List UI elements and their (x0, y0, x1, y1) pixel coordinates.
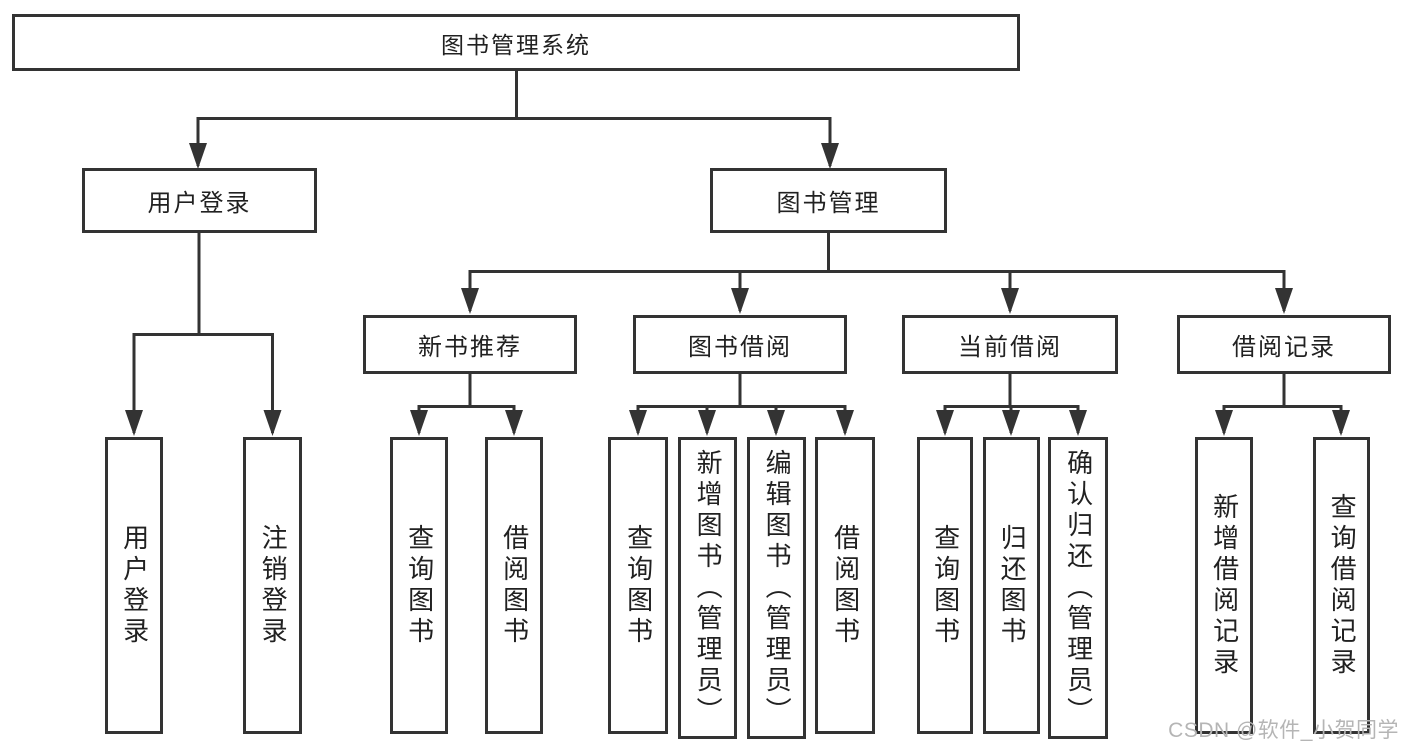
node-book-management: 图书管理 (710, 168, 947, 233)
leaf-borrow-books-borrow: 借阅图书 (815, 437, 875, 734)
arrowhead-icon (263, 410, 282, 436)
arrowhead-icon (698, 410, 716, 436)
arrowhead-icon (731, 288, 749, 314)
arrowhead-icon (505, 410, 523, 436)
leaf-borrow-books-borrow-label: 借阅图书 (830, 523, 861, 648)
leaf-query-books-borrow: 查询图书 (608, 437, 668, 734)
arrowhead-icon (1275, 288, 1293, 314)
connectors-book-borrow (629, 374, 854, 436)
leaf-edit-book-admin: 编辑图书（管理员） (747, 437, 806, 739)
csdn-watermark: CSDN @软件_小贺同学 (1168, 719, 1399, 742)
node-user-login-label: 用户登录 (147, 190, 252, 217)
connectors-borrow-records (1215, 374, 1350, 436)
leaf-query-books-borrow-label: 查询图书 (623, 523, 654, 648)
arrowhead-icon (629, 410, 647, 436)
node-book-borrow-label: 图书借阅 (688, 334, 792, 361)
leaf-add-borrow-record: 新增借阅记录 (1195, 437, 1253, 734)
leaf-return-book-label: 归还图书 (997, 523, 1028, 648)
leaf-query-borrow-record-label: 查询借阅记录 (1327, 492, 1358, 679)
leaf-query-borrow-record: 查询借阅记录 (1313, 437, 1370, 734)
leaf-confirm-return-admin-label: 确认归还（管理员） (1063, 448, 1094, 728)
node-new-book-recommend-label: 新书推荐 (418, 334, 522, 361)
arrowhead-icon (936, 410, 954, 436)
leaf-add-book-admin-label: 新增图书（管理员） (693, 448, 724, 728)
connectors-current-borrow (936, 374, 1087, 436)
arrowhead-icon (1069, 410, 1087, 436)
arrowhead-icon (125, 410, 143, 436)
arrowhead-icon (767, 410, 785, 436)
leaf-query-books-recommend: 查询图书 (390, 437, 448, 734)
node-root: 图书管理系统 (12, 14, 1020, 71)
arrowhead-icon (1215, 410, 1233, 436)
arrowhead-icon (410, 410, 428, 436)
node-user-login: 用户登录 (82, 168, 317, 233)
node-book-borrow: 图书借阅 (633, 315, 847, 374)
leaf-add-book-admin: 新增图书（管理员） (678, 437, 737, 739)
arrowhead-icon (1002, 410, 1020, 436)
connectors-new-book-recommend (410, 374, 523, 436)
leaf-logout-label: 注销登录 (258, 523, 289, 648)
connectors-root (189, 70, 839, 169)
connectors-user-login (125, 233, 282, 436)
leaf-confirm-return-admin: 确认归还（管理员） (1048, 437, 1108, 739)
arrowhead-icon (189, 143, 207, 169)
node-borrow-records: 借阅记录 (1177, 315, 1391, 374)
leaf-return-book: 归还图书 (983, 437, 1040, 734)
arrowhead-icon (1332, 410, 1350, 436)
leaf-borrow-books-recommend-label: 借阅图书 (499, 523, 530, 648)
leaf-user-login: 用户登录 (105, 437, 163, 734)
leaf-borrow-books-recommend: 借阅图书 (485, 437, 543, 734)
connectors-book-management (461, 233, 1293, 314)
arrowhead-icon (1001, 288, 1019, 314)
leaf-query-books-current-label: 查询图书 (930, 523, 961, 648)
node-borrow-records-label: 借阅记录 (1232, 334, 1336, 361)
arrowhead-icon (461, 288, 479, 314)
leaf-user-login-label: 用户登录 (119, 523, 150, 648)
arrowhead-icon (836, 410, 854, 436)
leaf-add-borrow-record-label: 新增借阅记录 (1209, 492, 1240, 679)
node-new-book-recommend: 新书推荐 (363, 315, 577, 374)
node-current-borrow-label: 当前借阅 (958, 334, 1062, 361)
leaf-query-books-recommend-label: 查询图书 (404, 523, 435, 648)
node-current-borrow: 当前借阅 (902, 315, 1118, 374)
leaf-query-books-current: 查询图书 (917, 437, 973, 734)
node-root-label: 图书管理系统 (441, 31, 591, 58)
leaf-logout: 注销登录 (243, 437, 302, 734)
node-book-management-label: 图书管理 (776, 190, 881, 217)
arrowhead-icon (821, 143, 839, 169)
leaf-edit-book-admin-label: 编辑图书（管理员） (762, 448, 793, 728)
